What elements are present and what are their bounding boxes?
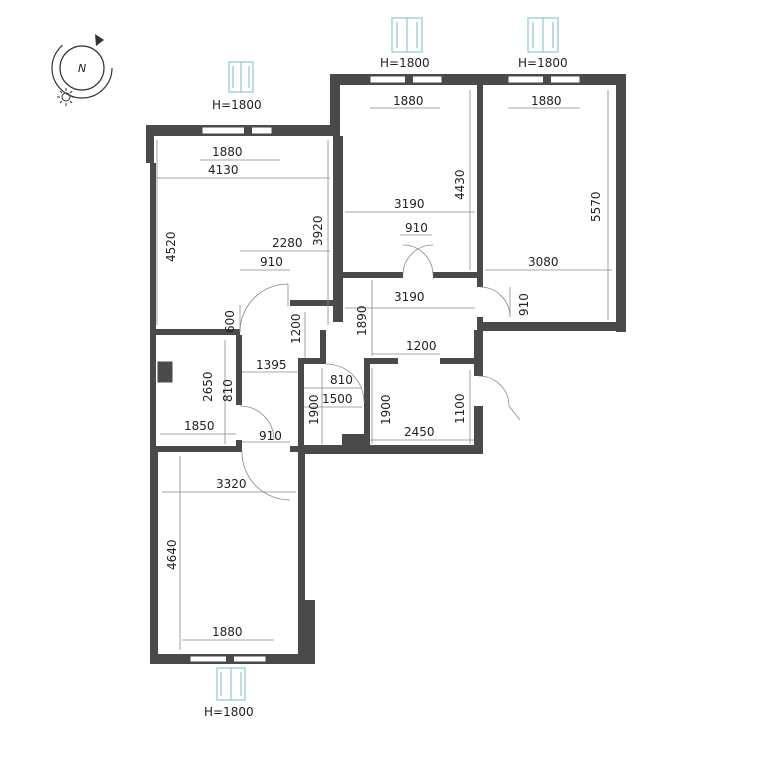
- dimension-lines: [156, 90, 612, 650]
- bath-1900-b: 1900: [379, 394, 393, 425]
- window-icon-top-left: [228, 61, 254, 93]
- north-label: N: [78, 62, 86, 75]
- window-icon-top-mid: [391, 17, 423, 53]
- bath-1500: 1500: [322, 392, 353, 406]
- left-room-width: 4130: [208, 163, 239, 177]
- left-room-inner: 2280: [272, 236, 303, 250]
- bottom-room-width: 3320: [216, 477, 247, 491]
- hall-1200-vertical: 1200: [289, 313, 303, 344]
- small-room-1850: 1850: [184, 419, 215, 433]
- left-wall-600: 600: [223, 310, 237, 333]
- bath-810: 810: [330, 373, 353, 387]
- hall-1200-horizontal: 1200: [406, 339, 437, 353]
- window-openings: [189, 75, 581, 664]
- window-height-top-left: H=1800: [212, 98, 262, 112]
- window-width-top-left: 1880: [212, 145, 243, 159]
- dimension-labels: 1880 4130 4520 3920 2280 910 600 1880 31…: [164, 94, 603, 639]
- window-height-top-mid: H=1800: [380, 56, 430, 70]
- window-icon-top-right: [527, 17, 559, 53]
- compass-icon: [59, 45, 105, 91]
- bottom-room-height: 4640: [165, 539, 179, 570]
- small-door-width: 910: [259, 429, 282, 443]
- window-height-bottom: H=1800: [204, 705, 254, 719]
- mid-door-width: 910: [405, 221, 428, 235]
- north-arrow-icon: [95, 34, 104, 46]
- bath-2450: 2450: [404, 425, 435, 439]
- mid-room-width: 3190: [394, 197, 425, 211]
- hall-1395: 1395: [256, 358, 287, 372]
- window-width-top-right: 1880: [531, 94, 562, 108]
- compass: N: [51, 34, 113, 106]
- hall-width: 3190: [394, 290, 425, 304]
- window-icon-bottom: [216, 667, 246, 701]
- doors: [239, 244, 521, 501]
- window-width-top-mid: 1880: [393, 94, 424, 108]
- bath-1900-a: 1900: [307, 394, 321, 425]
- window-width-bottom: 1880: [212, 625, 243, 639]
- left-door-width: 910: [260, 255, 283, 269]
- hall-1890: 1890: [355, 305, 369, 336]
- mid-room-height: 4430: [453, 169, 467, 200]
- right-room-width: 3080: [528, 255, 559, 269]
- left-room-depth: 3920: [311, 215, 325, 246]
- left-room-height: 4520: [164, 231, 178, 262]
- right-room-height: 5570: [589, 191, 603, 222]
- compass-outer-ring: [51, 37, 113, 99]
- right-door-width: 910: [517, 293, 531, 316]
- sun-icon: [57, 88, 75, 106]
- window-height-top-right: H=1800: [518, 56, 568, 70]
- interior-walls: [154, 85, 483, 452]
- small-room-810: 810: [221, 379, 235, 402]
- small-room-2650: 2650: [201, 371, 215, 402]
- entry-1100: 1100: [453, 393, 467, 424]
